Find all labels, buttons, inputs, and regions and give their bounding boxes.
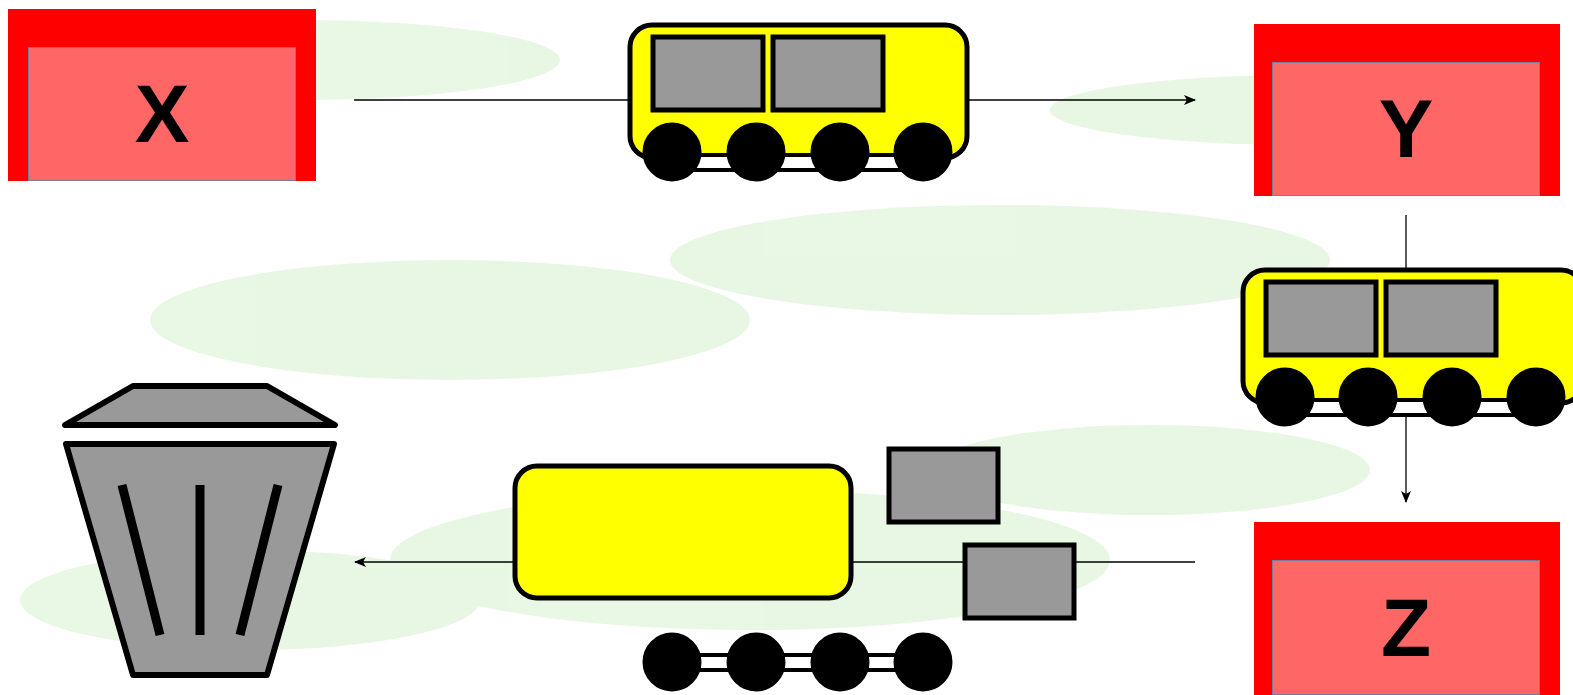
trash-can (65, 386, 335, 675)
station-box: Z (1254, 522, 1560, 695)
station-face: Z (1272, 560, 1540, 695)
station-box: X (8, 9, 316, 181)
station-label: X (135, 73, 190, 155)
train (1243, 270, 1573, 424)
station-face: X (28, 47, 296, 181)
broken-train (515, 449, 1074, 689)
train (630, 25, 967, 179)
station-label: Y (1379, 88, 1434, 170)
station-face: Y (1272, 62, 1540, 196)
station-label: Z (1381, 587, 1431, 669)
station-box: Y (1254, 24, 1560, 196)
